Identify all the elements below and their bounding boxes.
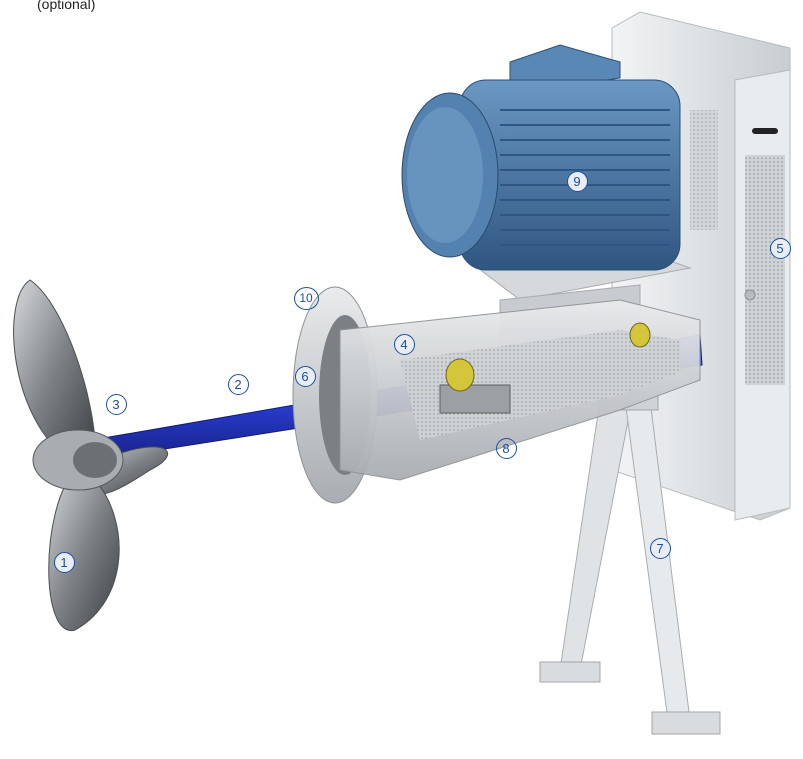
marker-9: 9	[566, 170, 588, 192]
cabinet-slot	[752, 128, 778, 134]
marker-5: 5	[769, 237, 791, 259]
propeller	[13, 279, 169, 631]
marker-7: 7	[649, 537, 671, 559]
cabinet-vent-grille	[745, 155, 785, 385]
marker-4: 4	[393, 333, 415, 355]
marker-2: 2	[227, 373, 249, 395]
marker-6: 6	[294, 365, 316, 387]
marker-10: 10	[293, 286, 319, 310]
marker-3: 3	[105, 393, 127, 415]
caption-text: (optional)	[37, 0, 96, 12]
marker-1: 1	[53, 551, 75, 573]
flange-housing	[292, 286, 701, 504]
marker-8: 8	[495, 437, 517, 459]
